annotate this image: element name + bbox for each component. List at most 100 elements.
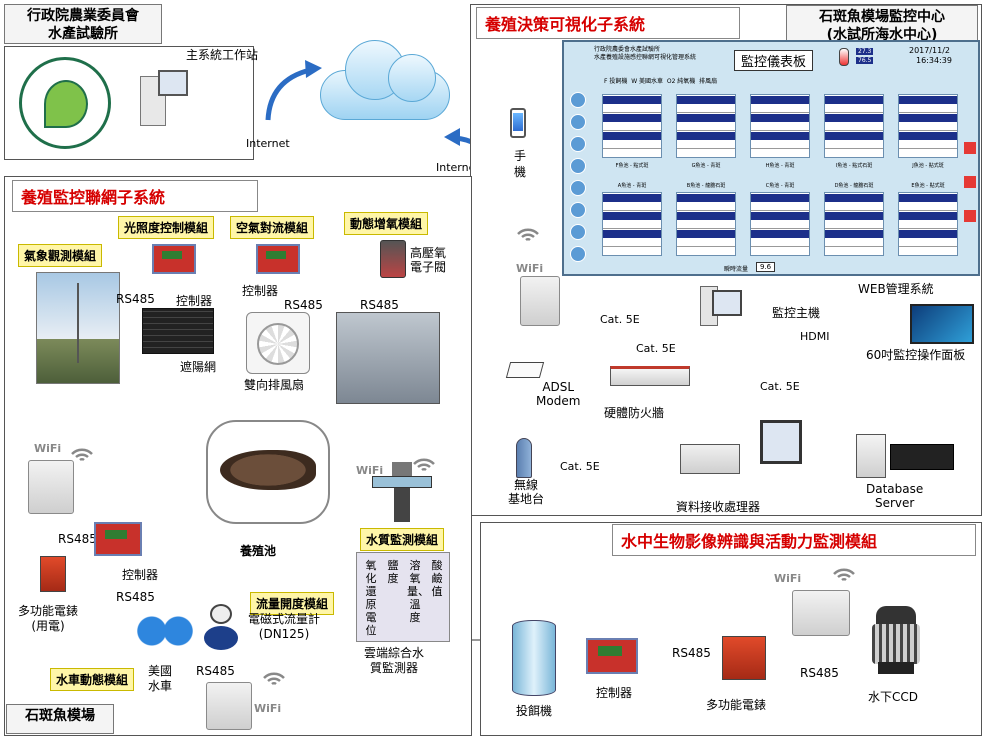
internet-right-label: Internet <box>436 161 480 174</box>
thermometer-icon <box>839 48 849 66</box>
pond-frame <box>206 420 330 524</box>
pool-name-i: I魚池 - 點式石斑 <box>835 163 873 169</box>
wifi-icon-left <box>71 448 93 462</box>
database-rack-icon <box>890 444 954 470</box>
workstation-label: 主系統工作站 <box>186 48 259 62</box>
wifi-box-bottom <box>206 682 252 730</box>
light-controller-board <box>152 244 196 274</box>
water-quality-params-box: 氧化還原電位 鹽度 溶氧量、溫度 酸鹼值 <box>356 552 450 642</box>
bio-wifi-label: WiFi <box>774 572 802 585</box>
bio-meter-label: 多功能電錶 <box>706 698 767 712</box>
org-line2: 水產試驗所 <box>48 26 118 42</box>
dashboard-time: 16:34:39 <box>916 56 952 65</box>
web-mgmt-label: WEB管理系統 <box>858 282 934 296</box>
firewall-label: 硬體防火牆 <box>604 406 665 420</box>
monitor-center-line1: 石斑魚模場監控中心 <box>819 9 945 25</box>
nav-icon-7[interactable] <box>570 224 586 240</box>
air-module-label: 空氣對流模組 <box>230 216 315 239</box>
decision-subsystem-title: 養殖決策可視化子系統 <box>476 7 740 39</box>
nav-icon-8[interactable] <box>570 246 586 262</box>
pool-cell-f <box>602 94 662 158</box>
monitor-center-header: 石斑魚模場監控中心 (水試所海水中心) <box>786 5 978 45</box>
cat5e-label-2: Cat. 5E <box>636 342 676 355</box>
nav-icon-1[interactable] <box>570 92 586 108</box>
base-station-label: 無線 基地台 <box>508 478 545 506</box>
pool-cell-g <box>676 94 736 158</box>
data-receiver-monitor-icon <box>760 420 802 464</box>
legend-fan: 排風扇 <box>699 78 718 85</box>
pool-cell-h <box>750 94 810 158</box>
nav-icon-6[interactable] <box>570 202 586 218</box>
rs485-label-b: RS485 <box>284 298 323 312</box>
rs485-label-a: RS485 <box>116 292 155 306</box>
wq-param-ph: 酸鹼值 <box>431 559 443 598</box>
pool-name-e: E魚池 - 點式斑 <box>911 183 945 189</box>
underwater-ccd-icon <box>870 606 922 676</box>
display-panel-icon <box>910 304 974 344</box>
flow-footer-label: 瞬時流量 <box>724 266 749 273</box>
water-quality-sensor-icon <box>372 462 432 526</box>
nav-icon-3[interactable] <box>570 136 586 152</box>
adsl-modem-icon <box>505 362 545 378</box>
fan-label: 雙向排風扇 <box>244 378 305 392</box>
host-pc-icon <box>700 286 742 326</box>
nav-icon-4[interactable] <box>570 158 586 174</box>
display-panel-label: 60吋監控操作面板 <box>866 348 966 362</box>
wifi-box-left <box>28 460 74 514</box>
cat5e-label-3: Cat. 5E <box>760 380 800 393</box>
wq-param-orp: 氧化還原電位 <box>365 559 377 637</box>
controller-label-b: 控制器 <box>242 284 279 298</box>
pool-name-c: C魚池 - 青斑 <box>765 183 795 189</box>
shade-net-icon <box>142 308 214 354</box>
wifi-label-right-top: WiFi <box>516 262 544 275</box>
bio-rs485-label-b: RS485 <box>800 666 839 680</box>
org-header: 行政院農業委員會 水產試驗所 <box>4 4 162 44</box>
bio-wifi-box <box>792 590 850 636</box>
workstation-icon <box>140 70 190 130</box>
pool-name-h: H魚池 - 青斑 <box>765 163 795 169</box>
pool-cell-j <box>898 94 958 158</box>
nav-icon-5[interactable] <box>570 180 586 196</box>
legend-oxygen: O2 純氧機 <box>666 78 696 85</box>
nav-icon-2[interactable] <box>570 114 586 130</box>
wq-param-salinity: 鹽度 <box>387 559 399 585</box>
adsl-label: ADSL Modem <box>536 380 581 408</box>
bio-controller-label: 控制器 <box>596 686 633 700</box>
flow-module-label: 流量開度模組 <box>250 592 335 615</box>
dashboard-header-line1: 行政院農委會水產試驗所 <box>594 46 661 53</box>
fan-icon-2 <box>964 176 976 188</box>
hdmi-label: HDMI <box>800 330 830 343</box>
cat5e-label-1: Cat. 5E <box>600 313 640 326</box>
fan-icon-1 <box>964 142 976 154</box>
wifi-icon-right-top <box>517 228 539 242</box>
pool-name-g: G魚池 - 青斑 <box>691 163 721 169</box>
logo-panel <box>4 46 254 160</box>
exhaust-fan-icon <box>246 312 310 374</box>
flow-footer-value: 9.6 <box>756 262 776 272</box>
farm-label: 石斑魚模場 <box>6 704 114 734</box>
pool-name-f: F魚池 - 點式斑 <box>615 163 649 169</box>
cloud-icon <box>310 30 460 130</box>
waterwheel-icon <box>132 612 198 650</box>
solenoid-valve-icon <box>380 240 406 278</box>
dashboard-title: 監控儀表板 <box>734 50 814 71</box>
firewall-icon <box>610 366 690 386</box>
pool-name-j: J魚池 - 點式斑 <box>912 163 944 169</box>
bio-module-title: 水中生物影像辨識與活動力監測模組 <box>612 524 976 556</box>
data-receiver-icon <box>680 444 740 474</box>
left-controller-board <box>94 522 142 556</box>
pool-cell-a <box>602 192 662 256</box>
air-controller-board <box>256 244 300 274</box>
phone-label: 手 機 <box>514 149 527 179</box>
dashboard-legend: F 投飼機 W 美國水車 O2 純氧機 排風扇 <box>604 76 717 85</box>
humidity-value: 76.5 <box>856 57 874 64</box>
wq-sensor-label: 雲端綜合水 質監測器 <box>364 646 425 675</box>
database-server-icon <box>856 434 886 478</box>
bio-rs485-label-a: RS485 <box>672 646 711 660</box>
solenoid-label: 高壓氧 電子閥 <box>410 246 447 274</box>
flowmeter-label: 電磁式流量計 (DN125) <box>248 612 321 641</box>
fri-logo <box>19 57 111 149</box>
bio-power-meter-icon <box>722 636 766 680</box>
rs485-label-e: RS485 <box>116 590 155 604</box>
legend-feeder: F 投飼機 <box>604 78 628 85</box>
